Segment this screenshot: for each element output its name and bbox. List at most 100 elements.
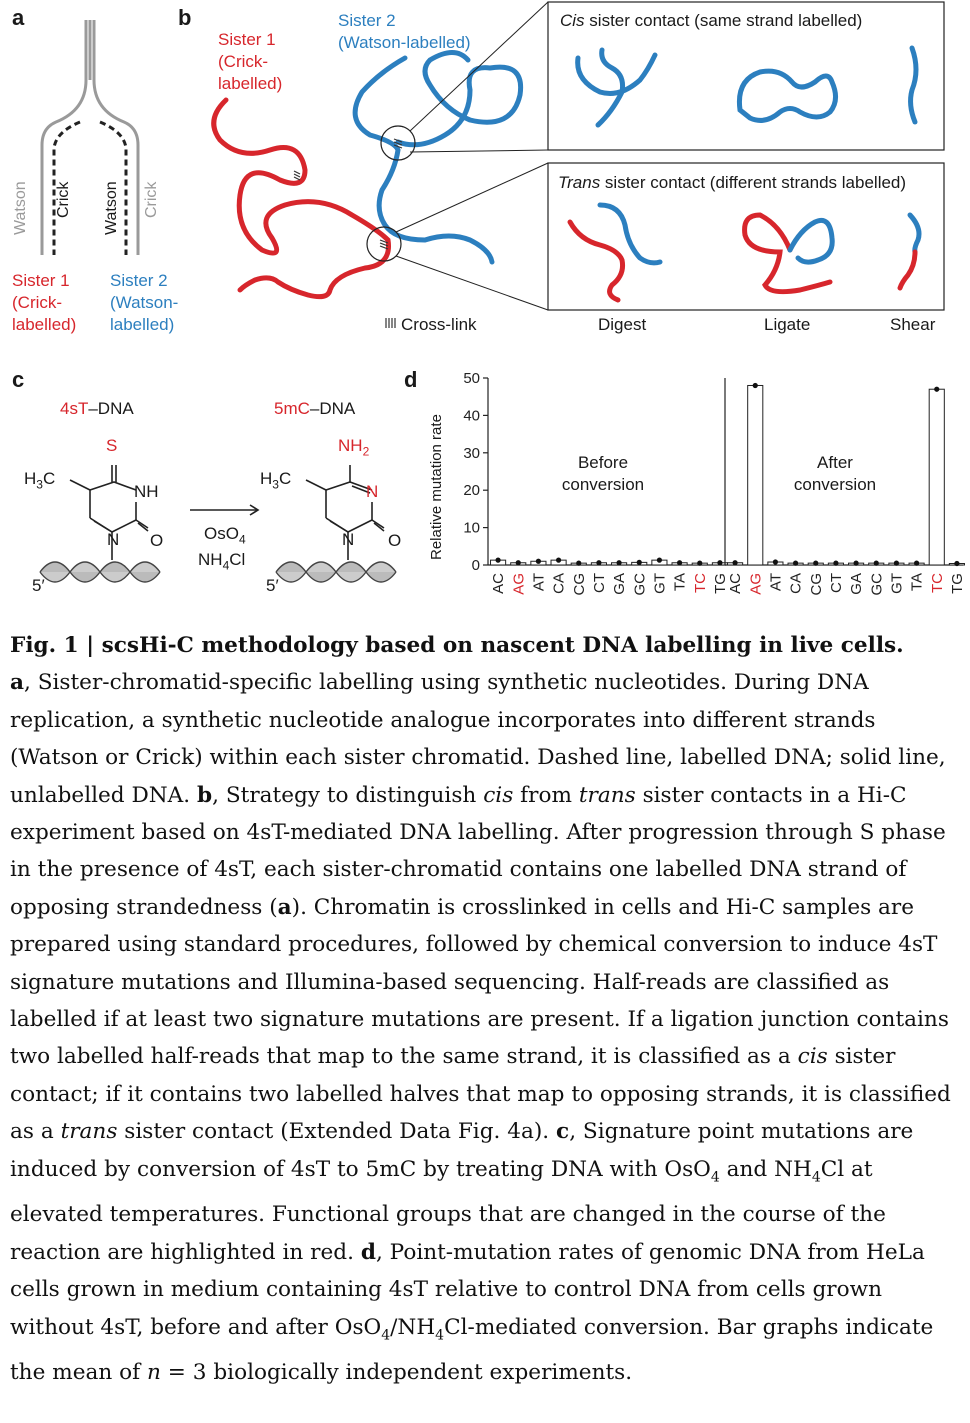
data-point — [873, 560, 879, 566]
y-tick-label: 30 — [463, 445, 480, 462]
data-point — [576, 560, 582, 566]
y-tick-label: 0 — [472, 557, 480, 574]
x-tick-label: AC — [490, 573, 507, 594]
right-5prime: 5′ — [266, 576, 279, 595]
nh2-nh: NH — [338, 436, 363, 455]
y-tick-label: 50 — [463, 370, 480, 387]
x-tick-label: TG — [949, 573, 966, 594]
5mc-rest: –DNA — [309, 399, 356, 418]
figure-caption: Fig. 1 | scsHi-C methodology based on na… — [10, 627, 962, 1392]
trans-rest: sister contact (different strands labell… — [600, 173, 907, 192]
b-sister2-line1: Sister 2 — [338, 11, 396, 30]
x-tick-label: TA — [672, 573, 689, 591]
before-title-1: Before — [577, 453, 629, 472]
x-tick-label: CT — [828, 573, 845, 593]
panel-a-sister1-label: Sister 1 (Crick- labelled) — [12, 270, 76, 336]
caption-s1: , Sister-chromatid-specific labelling us… — [10, 670, 946, 808]
caption-b: b — [197, 782, 213, 808]
x-tick-label: CG — [808, 573, 825, 596]
before-title-2: conversion — [561, 475, 645, 494]
nh4cl-sub: 4 — [222, 558, 230, 573]
after-title: After conversion — [785, 452, 885, 496]
data-point — [792, 560, 799, 566]
data-point — [515, 560, 521, 566]
x-tick-label: GA — [848, 573, 865, 595]
caption-d: d — [360, 1239, 376, 1265]
panel-label-a: a — [12, 5, 25, 30]
chromosome-contact-diagram — [211, 1, 945, 328]
thione-s: S — [106, 436, 118, 455]
x-tick-label: CG — [571, 573, 588, 596]
left-n: N — [107, 530, 120, 549]
h3c-sub: 3 — [36, 477, 43, 492]
data-point — [495, 557, 501, 563]
caption-s3c: Cl at elevated temperatures. Functional … — [10, 1156, 886, 1265]
x-tick-label: GA — [611, 573, 628, 595]
caption-s2b: from — [513, 782, 579, 808]
caption-a: a — [10, 670, 24, 696]
caption-fig: Fig. 1 | — [10, 633, 102, 658]
caption-s2e: sister contact; if it contains two label… — [10, 1044, 951, 1145]
h3c-h: H — [24, 469, 37, 488]
caption-s3a: , Signature point mutations are induced … — [10, 1119, 914, 1182]
x-tick-label: TA — [909, 573, 926, 591]
y-tick-label: 40 — [463, 407, 480, 424]
data-point — [752, 382, 758, 389]
x-tick-label: AT — [767, 573, 784, 591]
nh4cl-nh: NH — [198, 550, 223, 569]
sister1-line1: Sister 1 — [12, 271, 70, 290]
data-point — [833, 560, 839, 566]
4st-rest: –DNA — [88, 399, 134, 418]
caption-s4a: , Point-mutation rates of genomic DNA fr… — [10, 1239, 925, 1340]
data-point — [772, 559, 779, 565]
caption-cis: cis — [483, 782, 514, 808]
cis-contact-title: Cis sister contact (same strand labelled… — [560, 10, 862, 32]
b-sister1-line1: Sister 1 — [218, 30, 276, 49]
x-tick-label: GC — [868, 573, 885, 596]
caption-s3-sub2: 4 — [811, 1169, 821, 1185]
panel-label-b: b — [178, 5, 192, 30]
panel-b-sister1-label: Sister 1 (Crick- labelled) — [218, 29, 282, 95]
right-n: N — [342, 530, 355, 549]
4st-red: 4sT — [60, 399, 89, 418]
oso4-sub: 4 — [238, 532, 246, 547]
x-tick-label: GC — [631, 573, 648, 596]
reagent-nh4cl: NH4Cl — [198, 549, 245, 576]
left-o: O — [150, 531, 164, 550]
5mc-red: 5mC — [274, 399, 310, 418]
x-tick-label: AT — [530, 573, 547, 591]
x-tick-label: AG — [747, 573, 764, 595]
caption-s4c: Cl-mediated conversion. Bar graphs indic… — [10, 1314, 934, 1386]
data-point — [555, 557, 562, 563]
caption-s4-sub2: 4 — [435, 1326, 445, 1343]
caption-cis2: cis — [797, 1044, 828, 1070]
right-o: O — [388, 531, 402, 550]
nh4cl-cl: Cl — [229, 550, 246, 569]
left-h3c: H3C — [24, 468, 55, 495]
data-point — [676, 560, 683, 566]
data-point — [616, 560, 622, 566]
left-5prime: 5′ — [32, 576, 45, 595]
oso4-text: OsO — [204, 524, 239, 543]
caption-s4d: = 3 biologically independent experiments… — [160, 1360, 633, 1386]
data-point — [636, 559, 642, 565]
data-point — [656, 557, 663, 563]
panel-label-d: d — [404, 367, 418, 392]
x-tick-label: AC — [727, 573, 744, 594]
x-tick-label: CA — [788, 573, 805, 594]
trans-italic: Trans — [558, 173, 601, 192]
caption-c: c — [556, 1119, 570, 1145]
sister2-line2: (Watson- — [110, 293, 179, 312]
x-tick-label: CA — [551, 573, 568, 594]
y-tick-label: 10 — [463, 520, 480, 537]
b-sister1-line3: labelled) — [218, 74, 283, 93]
panel-b-sister2-label: Sister 2 (Watson-labelled) — [338, 10, 471, 54]
panel-a-sister2-label: Sister 2 (Watson- labelled) — [110, 270, 178, 336]
step-shear: Shear — [890, 315, 936, 334]
sister1-line3: labelled) — [12, 315, 77, 334]
data-point — [697, 560, 703, 566]
sister2-line1: Sister 2 — [110, 271, 168, 290]
caption-paragraph: Fig. 1 | scsHi-C methodology based on na… — [10, 627, 962, 1392]
caption-s2a: , Strategy to distinguish — [212, 782, 484, 808]
